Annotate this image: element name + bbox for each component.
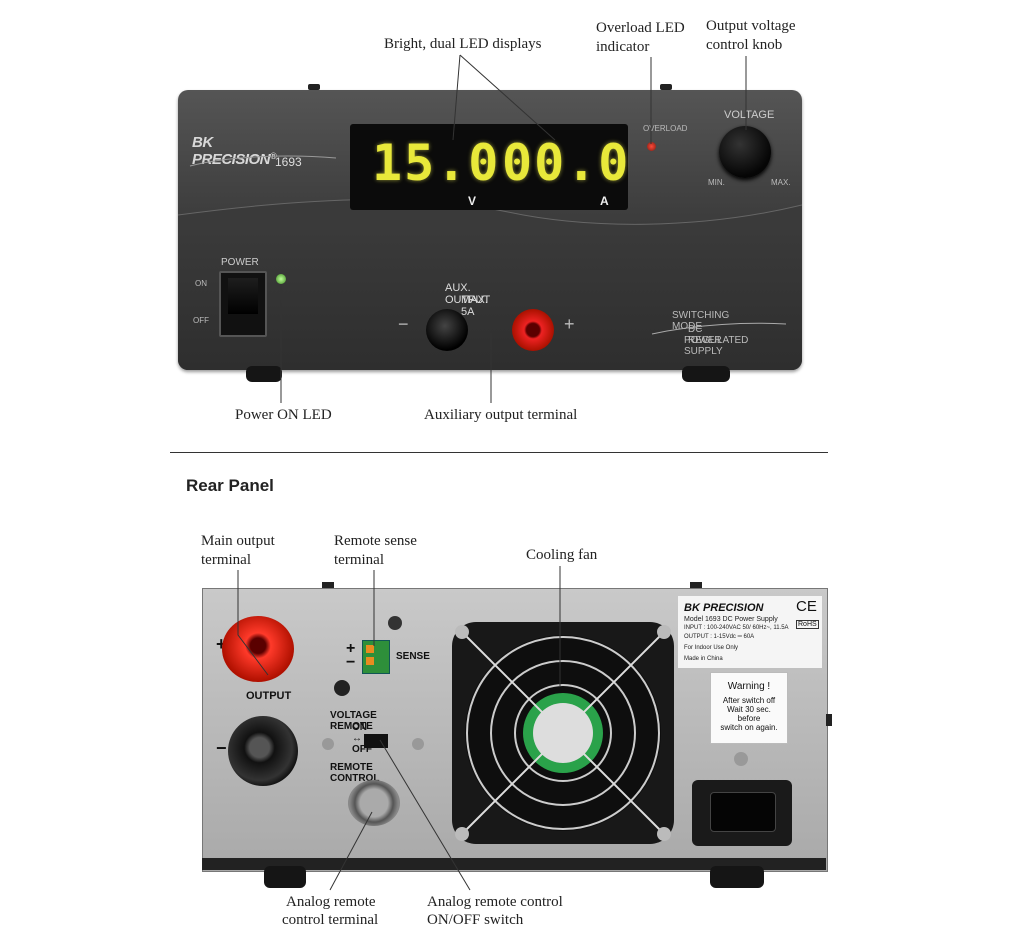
sticker-input-line: INPUT : 100-240VAC 50/ 60Hz~, 11.5A: [684, 625, 789, 631]
rear-panel-base: [202, 858, 826, 870]
output-minus-sign: −: [216, 738, 227, 758]
voltage-display: 15.0: [372, 134, 501, 192]
analog-remote-switch[interactable]: [364, 734, 388, 748]
callout-aux-terminal: Auxiliary output terminal: [424, 407, 578, 423]
front-panel-wave: [178, 199, 802, 230]
rear-screw-4: [412, 738, 424, 750]
knob-max-label: MAX.: [771, 178, 791, 187]
top-foot-left: [308, 84, 320, 90]
sticker-output-line: OUTPUT : 1-15Vdc ═ 60A: [684, 634, 755, 640]
sticker-made-line: Made in China: [684, 656, 723, 662]
cooling-fan: [452, 622, 674, 844]
rear-screw-5: [734, 752, 748, 766]
power-label: POWER: [221, 257, 259, 268]
rear-top-foot-left: [322, 582, 334, 588]
callout-power-led: Power ON LED: [235, 407, 332, 423]
top-foot-right: [660, 84, 672, 90]
analog-remote-connector[interactable]: [348, 780, 400, 826]
sticker-indoor-line: For Indoor Use Only: [684, 645, 739, 651]
aux-output-label: AUX. OUTPUT: [445, 282, 491, 306]
callout-overload-led-2: indicator: [596, 39, 650, 55]
aux-positive-terminal[interactable]: [512, 309, 554, 351]
callout-main-output-1: Main output: [201, 533, 275, 549]
callout-analog-terminal-2: control terminal: [282, 912, 379, 928]
power-on-label: ON: [195, 279, 207, 288]
brand-swoosh: [189, 155, 337, 167]
aux-max-label: MAX. 5A: [461, 294, 488, 318]
callout-voltage-knob-2: control knob: [706, 37, 783, 53]
knob-min-label: MIN.: [708, 178, 725, 187]
warning-label: Warning ! After switch off Wait 30 sec. …: [710, 672, 788, 744]
output-label: OUTPUT: [246, 690, 292, 702]
mode-swoosh: [651, 322, 787, 335]
mode-label-2: DC REGULATED: [688, 324, 749, 346]
voltage-unit-label: V: [468, 194, 477, 208]
remote-sense-terminal[interactable]: [362, 640, 390, 674]
front-foot-right: [682, 366, 730, 382]
rear-leader-lines: [237, 566, 561, 891]
rear-panel-heading: Rear Panel: [186, 476, 274, 495]
warning-line-1: After switch off: [722, 696, 776, 705]
rear-foot-right: [710, 866, 764, 888]
front-foot-left: [246, 366, 282, 382]
callout-cooling-fan: Cooling fan: [526, 547, 598, 563]
led-display-panel: [350, 124, 628, 210]
main-output-negative-terminal[interactable]: [228, 716, 298, 786]
warning-line-4: switch on again.: [720, 723, 778, 732]
callout-led-displays: Bright, dual LED displays: [384, 36, 542, 52]
mode-label-3: POWER SUPPLY: [684, 335, 723, 357]
current-unit-label: A: [600, 194, 609, 208]
remote-control-label: REMOTE CONTROL: [330, 762, 380, 784]
sticker-model-line: Model 1693 DC Power Supply: [684, 616, 778, 623]
rear-screw-3: [322, 738, 334, 750]
aux-plus-sign: +: [564, 314, 575, 334]
callout-voltage-knob-1: Output voltage: [706, 18, 796, 34]
on-off-label: ON ↔ OFF: [352, 722, 372, 755]
callout-analog-switch-2: ON/OFF switch: [427, 912, 524, 928]
sense-plus-sign: +: [346, 640, 356, 657]
rear-top-foot-right: [690, 582, 702, 588]
callout-main-output-2: terminal: [201, 552, 251, 568]
power-switch[interactable]: [219, 271, 267, 337]
power-on-led: [276, 274, 286, 284]
front-panel-lower: [178, 228, 802, 370]
aux-minus-sign: −: [398, 314, 409, 334]
power-off-label: OFF: [193, 316, 209, 325]
warning-title: Warning !: [727, 681, 771, 692]
rear-side-foot: [826, 714, 832, 726]
overload-label: OVERLOAD: [643, 124, 688, 133]
callout-analog-switch-1: Analog remote control: [427, 894, 563, 910]
rear-foot-left: [264, 866, 306, 888]
current-display: 00.0: [502, 134, 631, 192]
rear-brand-logo: BK PRECISION: [684, 602, 764, 614]
voltage-control-knob[interactable]: [719, 126, 771, 178]
warning-line-3: before: [737, 714, 761, 723]
voltage-knob-label: VOLTAGE: [724, 109, 775, 121]
warning-line-2: Wait 30 sec.: [727, 705, 771, 714]
sense-minus-sign: −: [346, 654, 356, 671]
voltage-remote-label: VOLTAGE REMOTE: [330, 710, 377, 732]
mode-label-1: SWITCHING MODE: [672, 310, 730, 332]
output-plus-sign: +: [216, 634, 227, 654]
rohs-mark: RoHS: [796, 620, 819, 629]
callout-remote-sense-1: Remote sense: [334, 533, 417, 549]
ce-mark: CE: [796, 598, 817, 615]
callout-analog-terminal-1: Analog remote: [286, 894, 376, 910]
section-divider: [170, 452, 828, 453]
aux-negative-terminal[interactable]: [426, 309, 468, 351]
callout-remote-sense-2: terminal: [334, 552, 384, 568]
rating-sticker: BK PRECISION CE RoHS Model 1693 DC Power…: [678, 596, 822, 668]
ac-power-inlet[interactable]: [692, 780, 792, 846]
main-output-positive-terminal[interactable]: [222, 616, 294, 682]
front-leader-lines: [280, 54, 747, 403]
rear-screw-1: [388, 616, 402, 630]
front-model-number: 1693: [275, 155, 302, 169]
overload-led-indicator: [647, 142, 656, 151]
callout-overload-led-1: Overload LED: [596, 20, 685, 36]
rear-screw-2: [334, 680, 350, 696]
sense-label: SENSE: [396, 651, 430, 662]
